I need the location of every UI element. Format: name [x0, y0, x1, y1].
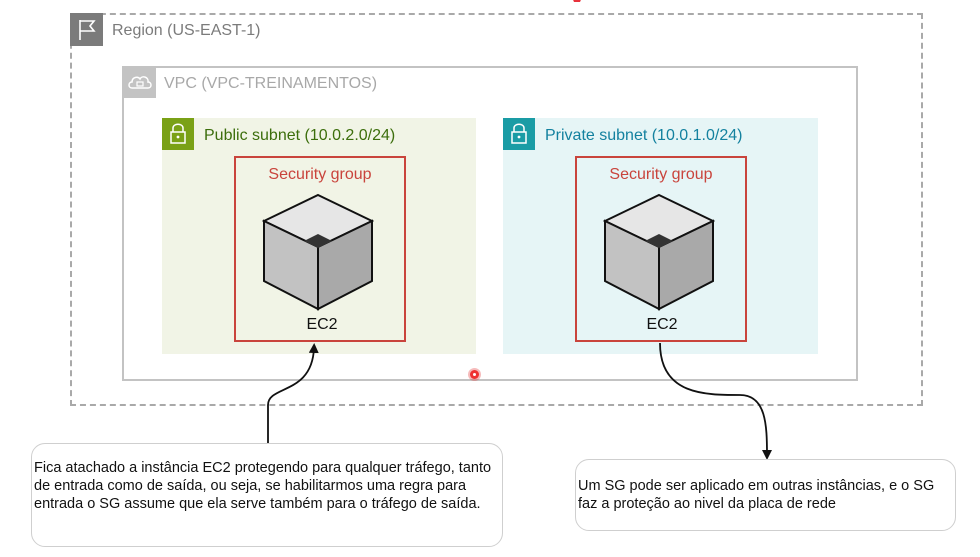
region-label: Region (US-EAST-1): [112, 22, 261, 39]
cursor-pointer: [470, 370, 479, 379]
public-subnet-label: Public subnet (10.0.2.0/24): [204, 127, 396, 144]
ec2-label: EC2: [306, 316, 338, 333]
region-container: [70, 13, 923, 406]
arrow-from-private-ec2: [659, 342, 772, 460]
note-right: Um SG pode ser aplicado em outras instân…: [575, 459, 956, 531]
cloud-lock-icon: [123, 67, 156, 98]
security-group-public: [234, 156, 406, 342]
lock-icon: [162, 118, 194, 150]
vpc-label: VPC (VPC-TREINAMENTOS): [164, 75, 378, 92]
title-banner-fragment: [573, 0, 581, 2]
lock-icon: [503, 118, 535, 150]
security-group-private: [575, 156, 747, 342]
ec2-instance-icon: [262, 193, 374, 311]
ec2-instance-icon: [603, 193, 715, 311]
security-group-label: Security group: [609, 166, 713, 183]
arrow-to-public-ec2: [267, 343, 319, 443]
security-group-label: Security group: [268, 166, 372, 183]
note-left: Fica atachado a instância EC2 protegendo…: [31, 443, 503, 547]
flag-icon: [70, 13, 103, 46]
vpc-container: [122, 66, 858, 381]
private-subnet-label: Private subnet (10.0.1.0/24): [545, 127, 743, 144]
ec2-label: EC2: [646, 316, 678, 333]
